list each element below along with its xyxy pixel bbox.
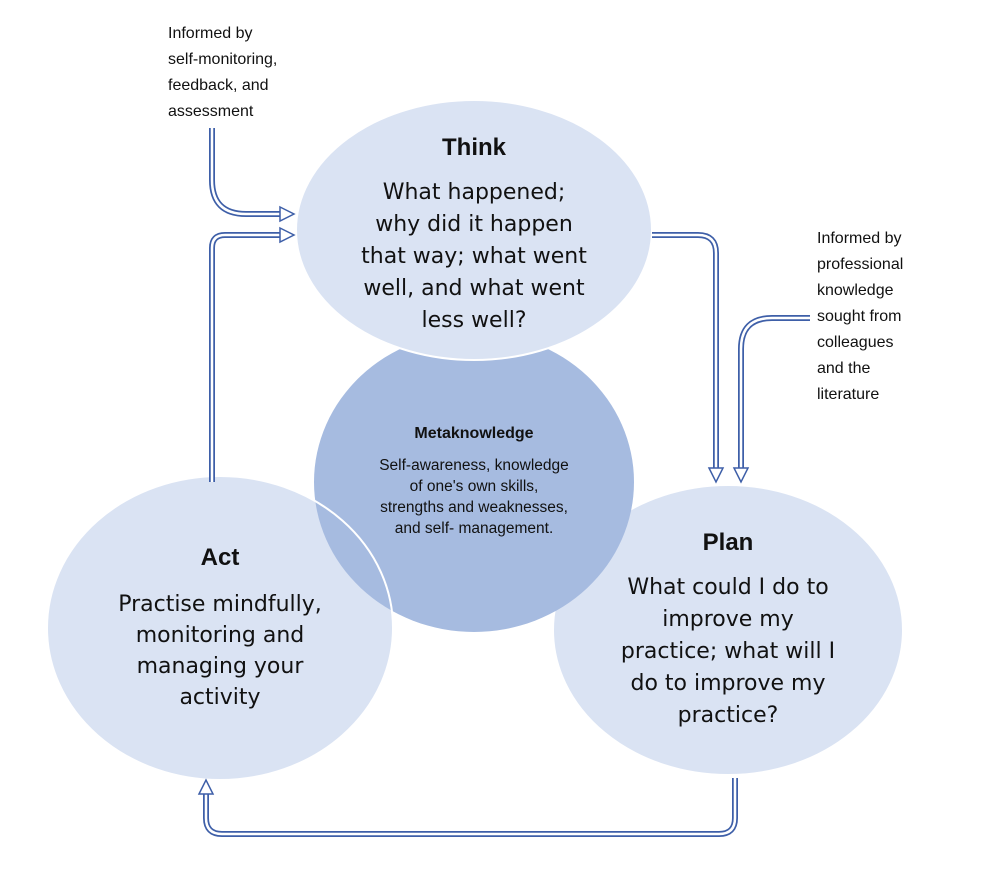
metaknowledge-text: Metaknowledge Self-awareness, knowledge …: [344, 424, 604, 539]
think-line: What happened;: [382, 179, 566, 205]
arrow-feedback-to-think: [209, 128, 296, 223]
note-line: and the: [817, 360, 871, 377]
note-line: literature: [817, 386, 880, 403]
metaknowledge-ellipse: [314, 332, 634, 632]
plan-ellipse: [552, 484, 904, 776]
think-line: less well?: [421, 307, 527, 333]
metaknowledge-body: Self-awareness, knowledge of one's own s…: [344, 455, 604, 539]
note-line: professional: [817, 256, 904, 273]
metaknowledge-line: of one's own skills,: [409, 478, 539, 496]
think-heading: Think: [442, 134, 506, 161]
metaknowledge-line: and self- management.: [394, 520, 554, 538]
plan-text: Plan What could I do to improve my pract…: [588, 529, 868, 732]
act-text: Act Practise mindfully, monitoring and m…: [90, 544, 350, 713]
arrow-plan-to-act: [197, 778, 738, 837]
note-line: colleagues: [817, 334, 894, 351]
act-outline: [46, 475, 394, 781]
metaknowledge-line: strengths and weaknesses,: [380, 499, 568, 517]
think-text: Think What happened; why did it happen t…: [334, 134, 614, 337]
note-line: assessment: [168, 103, 254, 120]
note-line: feedback, and: [168, 77, 269, 94]
think-outline: [295, 99, 653, 361]
metaknowledge-line: Self-awareness, knowledge: [379, 457, 569, 475]
think-line: why did it happen: [375, 211, 573, 237]
note-self-monitoring: Informed by self-monitoring, feedback, a…: [168, 21, 277, 125]
think-ellipse: [296, 100, 652, 360]
note-line: knowledge: [817, 282, 894, 299]
note-line: Informed by: [817, 230, 902, 247]
note-professional-knowledge: Informed by professional knowledge sough…: [817, 226, 903, 408]
note-line: self-monitoring,: [168, 51, 278, 68]
act-body: Practise mindfully, monitoring and manag…: [90, 589, 350, 713]
arrow-act-to-think: [209, 226, 296, 482]
plan-heading: Plan: [702, 529, 754, 556]
think-line: that way; what went: [361, 243, 587, 269]
arrow-literature-to-plan: [732, 315, 810, 484]
act-line: Practise mindfully,: [118, 591, 322, 617]
act-line: activity: [179, 684, 261, 710]
plan-line: improve my: [662, 606, 794, 632]
act-ellipse: [47, 476, 393, 780]
think-line: well, and what went: [363, 275, 585, 301]
arrow-think-to-plan: [652, 232, 725, 484]
plan-line: What could I do to: [627, 574, 829, 600]
act-heading: Act: [200, 544, 240, 571]
act-line: monitoring and: [135, 622, 305, 648]
think-body: What happened; why did it happen that wa…: [334, 177, 614, 337]
plan-line: practice?: [677, 702, 779, 728]
act-line: managing your: [136, 653, 304, 679]
note-line: Informed by: [168, 25, 253, 42]
metaknowledge-heading: Metaknowledge: [414, 425, 534, 442]
plan-line: practice; what will I: [620, 638, 836, 664]
plan-body: What could I do to improve my practice; …: [588, 572, 868, 732]
note-line: sought from: [817, 308, 902, 325]
plan-line: do to improve my: [630, 670, 826, 696]
